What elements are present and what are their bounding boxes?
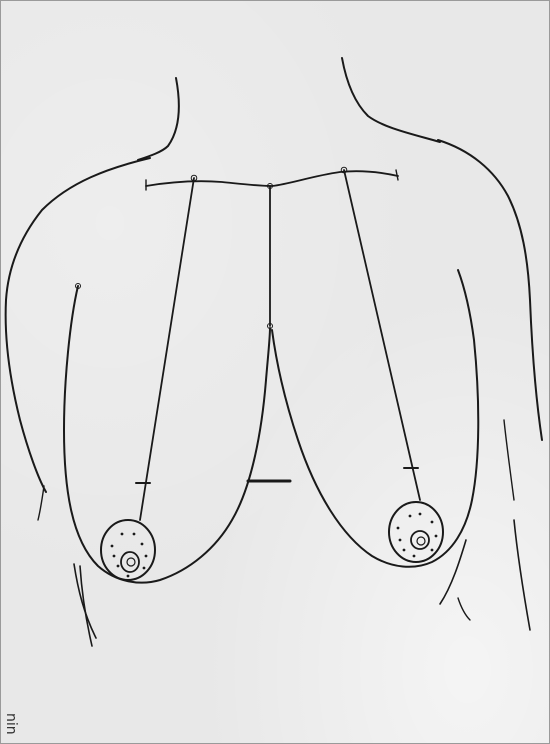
left-meridian-top-dot <box>190 174 198 182</box>
right-meridian-top-dot <box>340 166 348 174</box>
midline-top-dot <box>267 183 273 189</box>
left-breast-lateral-dot <box>75 283 81 289</box>
clavicle-line-right-tick <box>395 169 399 181</box>
left-nipple-inner <box>126 557 136 567</box>
left-arm-lower <box>73 563 97 639</box>
left-nipple <box>120 551 140 573</box>
right-areola <box>388 501 444 563</box>
left-areola-dots <box>110 532 148 578</box>
right-axilla-line <box>503 419 515 501</box>
right-nipple <box>410 530 430 550</box>
left-lower-torso <box>79 565 93 647</box>
left-areola <box>100 519 156 581</box>
neck-right-contour <box>341 57 441 143</box>
left-meridian-line <box>139 177 195 521</box>
right-lower-torso <box>439 539 467 605</box>
right-lower-torso-2 <box>457 597 471 621</box>
right-nipple-inner <box>416 536 426 546</box>
right-meridian-line <box>343 169 421 501</box>
margin-text: nin <box>3 713 19 735</box>
left-axilla-line <box>37 485 45 521</box>
left-shoulder-contour <box>4 157 151 493</box>
right-arm-lower <box>513 519 531 631</box>
right-shoulder-contour <box>437 139 543 441</box>
left-breast-contour <box>63 285 271 584</box>
right-areola-dots <box>396 512 438 558</box>
neck-left-contour <box>137 77 180 161</box>
right-breast-contour <box>271 269 480 568</box>
